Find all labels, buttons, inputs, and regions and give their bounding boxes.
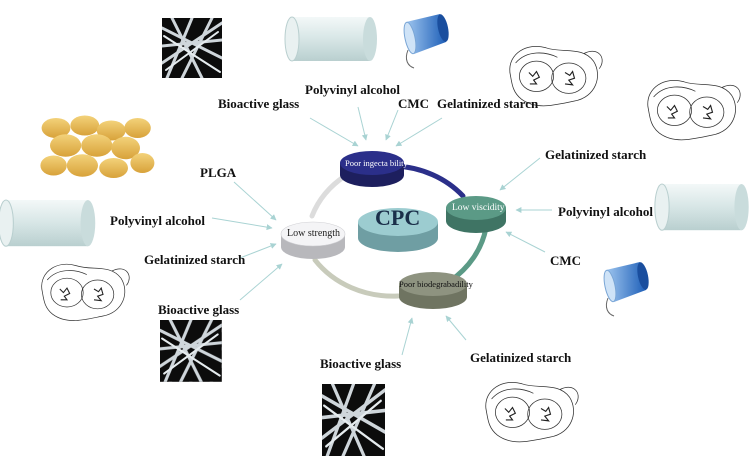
cup-icon-top <box>401 12 452 69</box>
biodegradability-label: Poor biodegrabadility <box>399 279 473 289</box>
label-left-plga: PLGA <box>200 165 237 180</box>
cylinder-icon-right <box>654 183 750 231</box>
injectability-disk <box>340 151 404 187</box>
label-top-bioactive-glass: Bioactive glass <box>218 96 300 111</box>
cpc-title: CPC <box>375 205 421 230</box>
cup-icon-right <box>601 260 652 317</box>
glass-fiber-icon-top <box>161 17 223 79</box>
viscidity-disk <box>446 196 506 233</box>
cpc-disk <box>358 208 438 252</box>
label-right-polyvinyl-alcohol: Polyvinyl alcohol <box>558 204 653 219</box>
label-left-gelatinized-starch: Gelatinized starch <box>144 252 246 267</box>
starch-granule-icon-left <box>41 263 130 322</box>
label-top-polyvinyl-alcohol: Polyvinyl alcohol <box>305 82 400 97</box>
label-bottom-gelatinized-starch: Gelatinized starch <box>470 350 572 365</box>
glass-fiber-icon-left <box>158 318 223 383</box>
ring-segment-viscidity-biodegradability <box>447 225 489 284</box>
strength-label: Low strength <box>287 228 341 239</box>
label-top-gelatinized-starch: Gelatinized starcn <box>437 96 539 111</box>
cylinder-icon-left <box>0 199 96 247</box>
glass-fiber-icon-bottom <box>320 382 387 458</box>
injectability-label: Poor ingecta bility <box>345 158 408 168</box>
label-right-cmc: CMC <box>550 253 582 268</box>
ring-segment-injectability-viscidity <box>392 163 466 199</box>
label-left-bioactive-glass: Bioactive glass <box>158 302 240 317</box>
label-right-gelatinized-starch: Gelatinized starch <box>545 147 647 162</box>
starch-granule-icon-bottom <box>485 381 579 443</box>
strength-disk <box>280 221 346 259</box>
arrows <box>211 106 552 356</box>
viscidity-label: Low viscidity <box>452 203 505 213</box>
biodegradability-disk <box>399 272 467 309</box>
label-top-cmc: CMC <box>398 96 430 111</box>
label-left-polyvinyl-alcohol: Polyvinyl alcohol <box>110 213 205 228</box>
starch-granule-icon-right <box>647 79 741 141</box>
cylinder-icon-top <box>284 16 378 62</box>
plga-particles-icon <box>40 115 155 178</box>
label-bottom-bioactive-glass: Bioactive glass <box>320 356 402 371</box>
ring-segment-biodegradability-strength <box>312 257 401 299</box>
ring-segment-strength-injectability <box>309 173 348 219</box>
